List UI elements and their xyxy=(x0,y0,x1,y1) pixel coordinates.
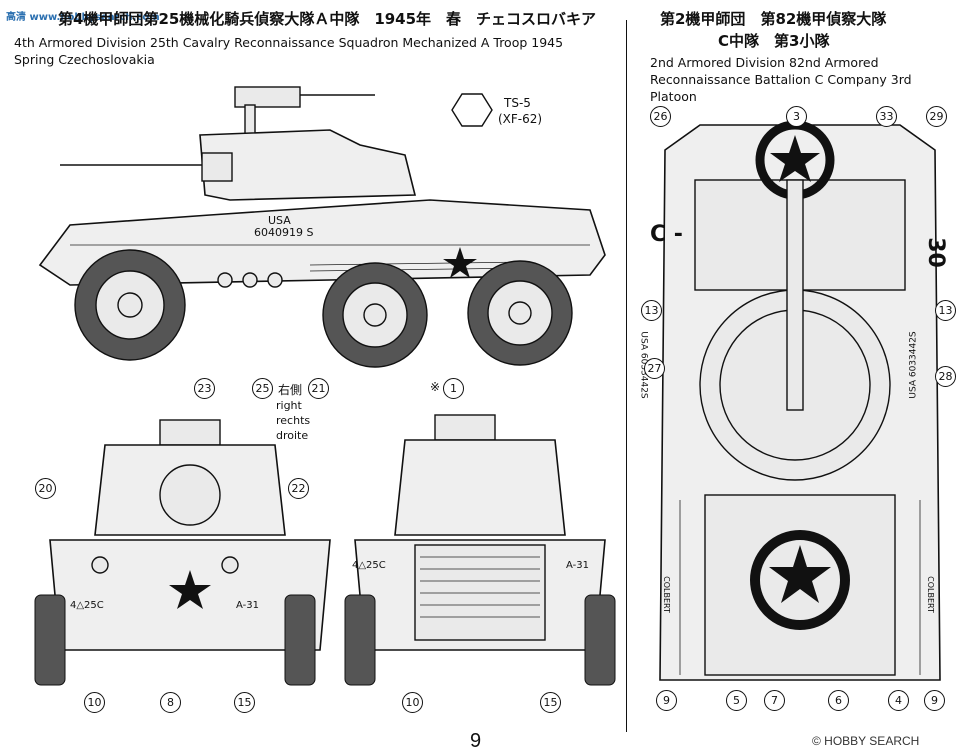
decal-callout-15-rear: 15 xyxy=(540,692,561,713)
side-right-labels: right rechts droite xyxy=(276,398,310,443)
decal-callout-27: 27 xyxy=(644,358,665,379)
top-serial-right: USA 6033442S xyxy=(908,331,919,399)
decal-callout-29: 29 xyxy=(926,106,947,127)
watermark-logo: 高清 www.hobbysearch.com xyxy=(6,12,160,23)
decal-callout-33: 33 xyxy=(876,106,897,127)
decal-callout-4: 4 xyxy=(888,690,909,711)
top-view-drawing xyxy=(659,120,941,681)
side-usa-marking: USA xyxy=(268,214,291,227)
decal-callout-10-front: 10 xyxy=(84,692,105,713)
decal-callout-23: 23 xyxy=(194,378,215,399)
left-header-jp: 第4機甲師団第25機械化騎兵偵察大隊Ａ中隊 1945年 春 チェコスロバキア xyxy=(58,10,597,28)
paint-sub: (XF-62) xyxy=(498,112,543,126)
decal-callout-26: 26 xyxy=(650,106,671,127)
decal-callout-25: 25 xyxy=(252,378,273,399)
decal-callout-10-rear: 10 xyxy=(402,692,423,713)
decal-callout-28: 28 xyxy=(935,366,956,387)
footer-watermark: © HOBBY SEARCH xyxy=(812,734,920,748)
paint-code: TS-5 xyxy=(504,96,531,110)
side-asterisk: ※ xyxy=(430,380,441,394)
side-view-drawing xyxy=(38,86,606,368)
paint-hex-icon xyxy=(451,93,493,127)
rear-view-drawing xyxy=(344,414,616,686)
top-letter-marking: C - xyxy=(650,222,683,247)
decal-callout-13-right: 13 xyxy=(935,300,956,321)
decal-callout-1: 1 xyxy=(443,378,464,399)
top-colbert-left: COLBERT xyxy=(661,576,671,613)
rear-left-marking: 4△25C xyxy=(352,560,386,571)
decal-callout-20: 20 xyxy=(35,478,56,499)
decal-callout-8: 8 xyxy=(160,692,181,713)
decal-callout-3: 3 xyxy=(786,106,807,127)
decal-callout-5: 5 xyxy=(726,690,747,711)
decal-callout-13-left: 13 xyxy=(641,300,662,321)
front-right-marking: A-31 xyxy=(236,600,259,611)
decal-callout-6: 6 xyxy=(828,690,849,711)
top-number-marking: 30 xyxy=(922,237,948,268)
decal-callout-22: 22 xyxy=(288,478,309,499)
label-droite: droite xyxy=(276,429,309,442)
decal-callout-21: 21 xyxy=(308,378,329,399)
side-serial-marking: 6040919 S xyxy=(254,226,314,239)
label-right: right xyxy=(276,399,302,412)
rear-right-marking: A-31 xyxy=(566,560,589,571)
wheel-front xyxy=(74,249,186,361)
decal-callout-9-left: 9 xyxy=(656,690,677,711)
page-number: 9 xyxy=(470,730,482,752)
decal-callout-7: 7 xyxy=(764,690,785,711)
page-divider xyxy=(626,20,627,732)
decal-callout-9-right: 9 xyxy=(924,690,945,711)
right-header-en: 2nd Armored Division 82nd Armored Reconn… xyxy=(650,55,912,104)
right-header-jp-1: 第2機甲師団 第82機甲偵察大隊 xyxy=(660,10,887,28)
label-rechts: rechts xyxy=(276,414,311,427)
left-header-en: 4th Armored Division 25th Cavalry Reconn… xyxy=(14,35,564,67)
front-left-marking: 4△25C xyxy=(70,600,104,611)
top-colbert-right: COLBERT xyxy=(925,576,935,613)
front-view-drawing xyxy=(34,419,331,686)
side-right-jp: 右側 xyxy=(278,383,303,397)
right-header-jp-2: C中隊 第3小隊 xyxy=(718,32,830,50)
decal-callout-15-front: 15 xyxy=(234,692,255,713)
